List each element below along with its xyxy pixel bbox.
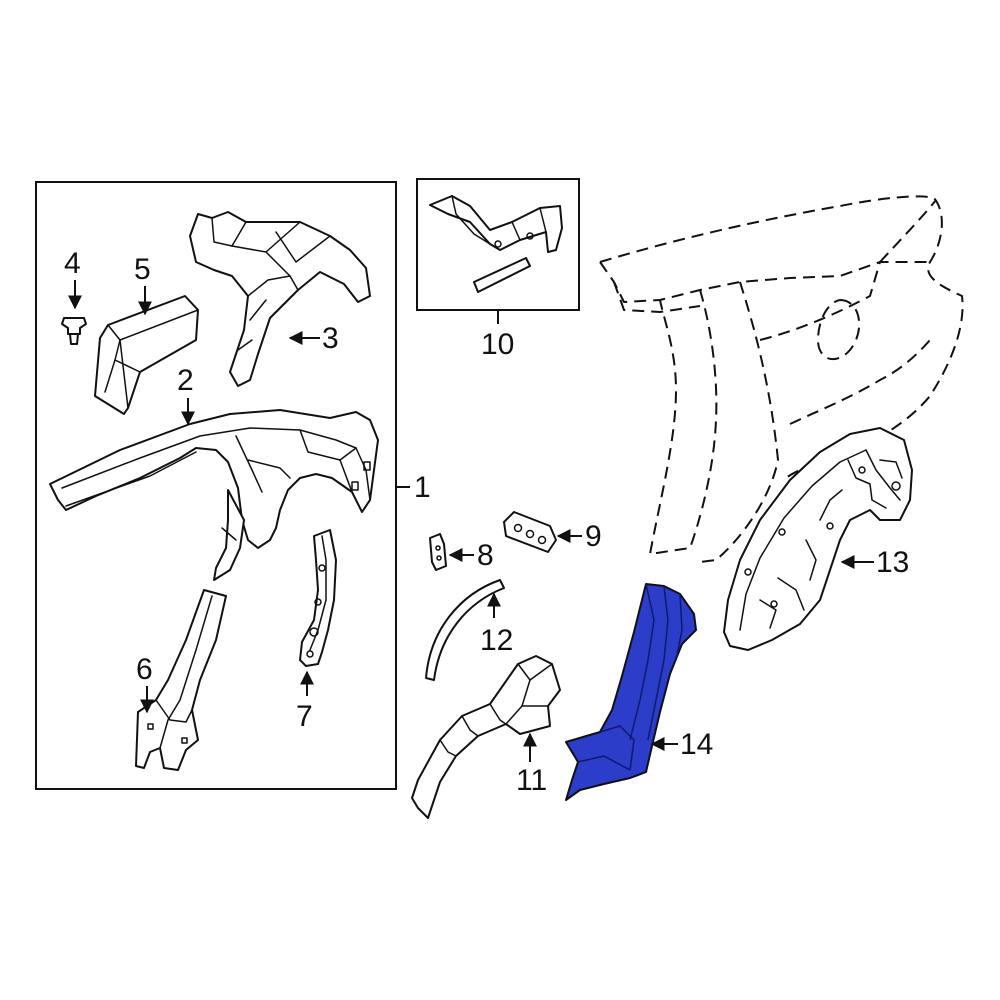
callout-10[interactable]: 10: [481, 328, 514, 361]
vehicle-body-outline: [599, 195, 964, 563]
part-8-small-bracket[interactable]: [429, 533, 447, 571]
part-3-inner-panel[interactable]: [189, 211, 371, 387]
part-12-molding-strip[interactable]: [425, 579, 505, 681]
callout-9[interactable]: 9: [585, 520, 602, 553]
callout-13[interactable]: 13: [876, 546, 909, 579]
part-6-lower-pillar[interactable]: [135, 589, 227, 771]
part-4-clip[interactable]: [61, 317, 87, 345]
callout-6[interactable]: 6: [136, 653, 153, 686]
callout-5[interactable]: 5: [134, 253, 151, 286]
callout-4[interactable]: 4: [64, 247, 81, 280]
part-11-lower-extension[interactable]: [411, 655, 561, 819]
part-2-quarter-arch[interactable]: [49, 409, 379, 581]
callout-14[interactable]: 14: [680, 728, 713, 761]
assembly-frame: [35, 181, 397, 790]
callout-2[interactable]: 2: [177, 364, 194, 397]
part-10-repair-kit[interactable]: [429, 195, 563, 293]
callout-8[interactable]: 8: [477, 539, 494, 572]
callout-7[interactable]: 7: [296, 700, 313, 733]
callout-11[interactable]: 11: [516, 764, 547, 797]
part-13-wheelhouse-liner[interactable]: [723, 427, 913, 651]
callout-3[interactable]: 3: [322, 322, 339, 355]
part-5-bracket[interactable]: [94, 295, 199, 415]
part-9-plate[interactable]: [503, 511, 557, 553]
part-7-pillar-reinforcement[interactable]: [299, 529, 337, 667]
part-14-wheelhouse-outer-highlighted[interactable]: [565, 583, 697, 801]
callout-1[interactable]: 1: [414, 471, 431, 504]
callout-12[interactable]: 12: [480, 624, 513, 657]
